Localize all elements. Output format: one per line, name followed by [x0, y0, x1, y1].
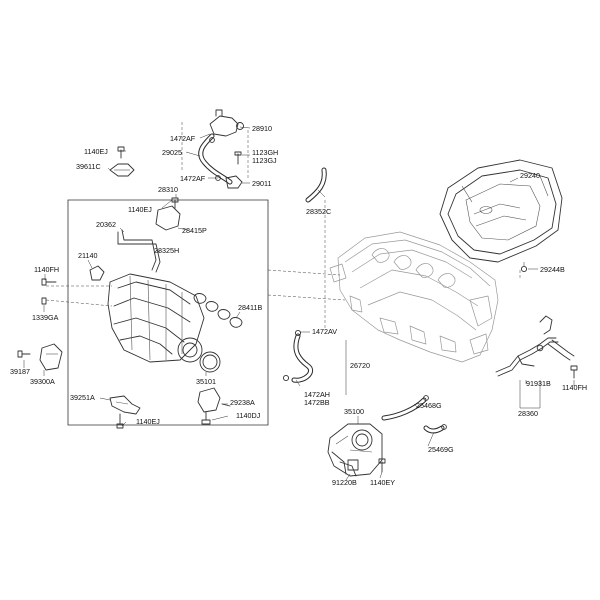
label-1140EJ-c: 1140EJ [136, 417, 160, 426]
label-39611C: 39611C [76, 162, 101, 171]
label-29011: 29011 [252, 179, 271, 188]
label-91220B: 91220B [332, 478, 357, 487]
manifold-top-parts [41, 197, 181, 305]
label-1140EY: 1140EY [370, 478, 395, 487]
label-29238A: 29238A [230, 398, 255, 407]
engine-cover [439, 159, 563, 273]
label-1140DJ: 1140DJ [236, 411, 261, 420]
label-29240: 29240 [520, 171, 540, 180]
label-28325H: 28325H [154, 246, 179, 255]
label-1472AF-top: 1472AF [170, 134, 196, 143]
sensor-39300A [17, 343, 63, 371]
label-21140: 21140 [78, 251, 97, 260]
label-1472AV: 1472AV [312, 327, 337, 336]
throttle-body [327, 423, 386, 477]
label-28910: 28910 [252, 124, 272, 133]
hoses-25468G-25469G [381, 395, 447, 434]
vacuum-actuator [197, 387, 231, 425]
pcv-valve-assembly [198, 109, 244, 189]
label-28352C: 28352C [306, 207, 331, 216]
label-39187: 39187 [10, 367, 30, 376]
label-26720: 26720 [350, 361, 370, 370]
label-1140FH-a: 1140FH [34, 265, 59, 274]
label-25468G: 25468G [416, 401, 442, 410]
label-91931B: 91931B [526, 379, 551, 388]
label-20362: 20362 [96, 220, 116, 229]
intake-manifold [107, 273, 205, 363]
leader-lines [23, 126, 575, 481]
label-28415P: 28415P [182, 226, 207, 235]
label-28411B: 28411B [238, 303, 262, 312]
label-1123GH: 1123GH [252, 148, 278, 157]
pipe-28360 [495, 315, 578, 409]
label-28360: 28360 [518, 409, 538, 418]
manifold-assembly-frame [67, 199, 269, 426]
manifold-gaskets [193, 293, 243, 328]
bracket-39251A [109, 395, 141, 429]
label-1140FH-b: 1140FH [562, 383, 587, 392]
engine-block [329, 231, 499, 363]
hose-26720 [282, 329, 347, 395]
label-1472BB: 1472BB [304, 398, 330, 407]
label-28310: 28310 [158, 185, 178, 194]
label-1472AH: 1472AH [304, 390, 330, 399]
alignment-lines [45, 122, 521, 330]
label-1339GA: 1339GA [32, 313, 59, 322]
label-29244B: 29244B [540, 265, 565, 274]
label-39300A: 39300A [30, 377, 55, 386]
label-25469G: 25469G [428, 445, 454, 454]
hose-28352C [305, 167, 327, 203]
throttle-gasket [199, 351, 221, 373]
label-35100: 35100 [344, 407, 364, 416]
label-1472AF-mid: 1472AF [180, 174, 206, 183]
sensor-39611C [109, 146, 135, 177]
label-39251A: 39251A [70, 393, 95, 402]
part-labels: 28910 1472AF 29025 1140EJ 39611C 1123GH … [10, 124, 587, 487]
label-1140EJ-a: 1140EJ [84, 147, 108, 156]
label-29025: 29025 [162, 148, 182, 157]
label-1140EJ-b: 1140EJ [128, 205, 152, 214]
label-35101: 35101 [196, 377, 216, 386]
label-1123GJ: 1123GJ [252, 156, 277, 165]
